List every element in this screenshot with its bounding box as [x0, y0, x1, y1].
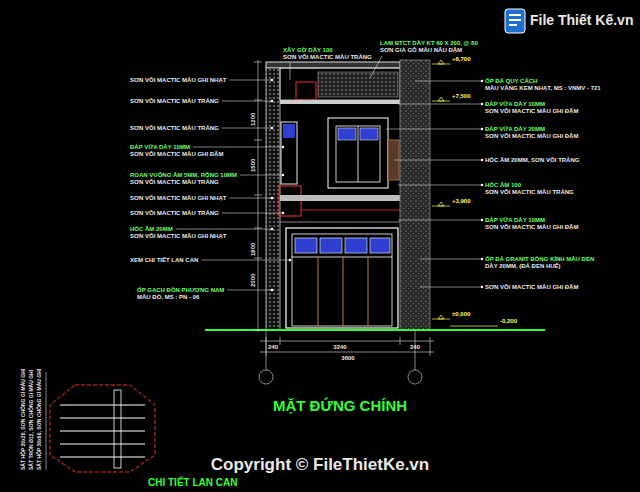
leader-line [229, 80, 272, 81]
leader-line [227, 290, 272, 291]
annotation-note: ĐẮP VỮA DÀY 10MM [485, 217, 545, 223]
annotation-note: SƠN VÔI MACTIC MÀU GHI ĐẬM [130, 151, 223, 157]
leader-line [240, 175, 283, 176]
annotation-note: ĐẮP VỮA DÀY 20MM [485, 126, 545, 132]
annotation-note: SƠN VÔI MACTIC MÀU TRẮNG [130, 210, 219, 216]
leader-line [229, 198, 272, 199]
annotation-note: SƠN VÔI MACTIC MÀU GHI NHẠT [130, 77, 226, 83]
leader-line [386, 129, 482, 130]
dimension: 240 [410, 344, 420, 350]
leader-line [201, 260, 290, 261]
drawing-title: MẶT ĐỨNG CHÍNH [273, 398, 407, 413]
annotation-note: ROAN VUÔNG ÂM 5MM, RỘNG 10MM [130, 172, 237, 178]
logo-icon [505, 9, 525, 33]
dimension: 3600 [341, 355, 354, 361]
logo-text: File Thiết Kế.vn [530, 13, 633, 27]
leader-dot [282, 146, 284, 148]
annotation-note: SƠN VÔI MACTIC MÀU GHI ĐẬM [485, 133, 578, 139]
leader-dot [271, 100, 273, 102]
dimension: 240 [268, 344, 278, 350]
ground-line [205, 330, 545, 331]
annotation-note: SƠN VÔI MACTIC MÀU TRẮNG [130, 98, 219, 104]
annotation-note: XÂY GỜ DÀY 100 [283, 47, 333, 53]
level-mark: +8,700 [452, 56, 471, 62]
watermark: Copyright © FileThietKe.vn [211, 456, 429, 473]
leader-line [222, 213, 283, 214]
leader-dot [271, 197, 273, 199]
dimension: 1600 [250, 243, 256, 256]
annotation-note: SƠN VÔI MACTIC MÀU GHI ĐẬM [485, 284, 578, 290]
annotation-note: MÀU VÀNG KEM NHẠT, MS : VNMV - 721 [485, 85, 601, 91]
annotation-note: ỐP GẠCH ĐỒN PHƯƠNG NAM [137, 287, 224, 293]
annotation-note: SƠN VÔI MACTIC MÀU GHI ĐẬM [485, 224, 578, 230]
annotation-note: ĐẮP VỮA DÀY 10MM [485, 101, 545, 107]
annotation-note: SƠN VÔI MACTIC MÀU TRẮNG [130, 125, 219, 131]
annotation-note: ỐP ĐÁ GRANIT BÓNG KÍNH MÀU ĐEN [485, 256, 594, 262]
railing-note: SẮT TRÒN Ø12, SƠN CHỐNG GỈ MÀU GHI [29, 370, 34, 470]
leader-dot [481, 219, 483, 221]
level-mark: -0,200 [500, 318, 517, 324]
annotation-note: DÀY 20MM, (ĐÁ ĐEN HUẾ) [485, 263, 561, 269]
leader-line [420, 259, 482, 260]
leader-line [222, 128, 272, 129]
building-facade [266, 60, 430, 330]
dimension: 3240 [333, 344, 346, 350]
detail-title: CHI TIẾT LAN CAN [148, 478, 237, 488]
leader-line [176, 229, 272, 230]
annotation-note: HỐC ÂM 20MM [130, 226, 173, 232]
leader-line [398, 220, 482, 221]
leader-dot [481, 286, 483, 288]
dimension: 1500 [250, 159, 256, 172]
leader-dot [282, 212, 284, 214]
annotation-note: SƠN VÔI MACTIC MÀU TRẮNG [485, 189, 574, 195]
leader-dot [282, 174, 284, 176]
annotation-note: HỐC ÂM 100 [485, 182, 521, 188]
railing-note: SẮT HỘP 20x20, SƠN CHỐNG GỈ MÀU GHI [21, 369, 26, 470]
level-mark: +3,900 [452, 198, 471, 204]
annotation-note: HỐC ÂM 20MM, SƠN VÔI TRẮNG [485, 157, 579, 163]
annotation-note: SƠN GIẢ GỖ MÀU NÂU ĐẬM [380, 47, 462, 53]
annotation-note: MÀU ĐỎ, MS : PN - 06 [137, 294, 199, 300]
annotation-note: SƠN VÔI MACTIC MÀU TRẮNG [283, 54, 372, 60]
leader-dot [481, 128, 483, 130]
dimension: 2000 [250, 274, 256, 287]
leader-line [394, 160, 482, 161]
leader-dot [271, 127, 273, 129]
annotation-note: LAM BTCT DÀY KT 60 X 200, @ 80 [380, 40, 478, 46]
leader-line [398, 104, 482, 105]
level-mark: +7,500 [452, 93, 471, 99]
railing-detail [46, 372, 155, 472]
level-mark: ±0,000 [452, 311, 470, 317]
leader-dot [289, 259, 291, 261]
annotation-note: ỐP ĐÁ QUY CÁCH [485, 78, 537, 84]
leader-dot [481, 103, 483, 105]
leader-line [398, 185, 482, 186]
dimension-lines [254, 60, 434, 384]
leader-dot [271, 289, 273, 291]
leader-line [420, 287, 482, 288]
leader-dot [481, 258, 483, 260]
dimension: 1200 [250, 113, 256, 126]
annotation-note: SƠN VÔI MACTIC MÀU GHI NHẠT [130, 233, 226, 239]
leader-dot [271, 228, 273, 230]
leader-line [193, 147, 283, 148]
leader-line [415, 81, 482, 82]
annotation-note: ĐẮP VỮA DÀY 10MM [130, 144, 190, 150]
annotation-note: SƠN VÔI MACTIC MÀU GHI NHẠT [130, 195, 226, 201]
annotation-note: XEM CHI TIẾT LAN CAN [130, 257, 198, 263]
annotation-note: SƠN VÔI MACTIC MÀU GHI ĐẬM [485, 108, 578, 114]
annotation-note: SƠN VÔI MACTIC MÀU TRẮNG [130, 179, 219, 185]
leader-line [222, 101, 272, 102]
leader-dot [481, 80, 483, 82]
leader-dot [481, 159, 483, 161]
leader-dot [481, 184, 483, 186]
leader-dot [271, 79, 273, 81]
railing-note: SẮT HỘP 30x60, SƠN CHỐNG GỈ MÀU GHI [37, 369, 42, 470]
